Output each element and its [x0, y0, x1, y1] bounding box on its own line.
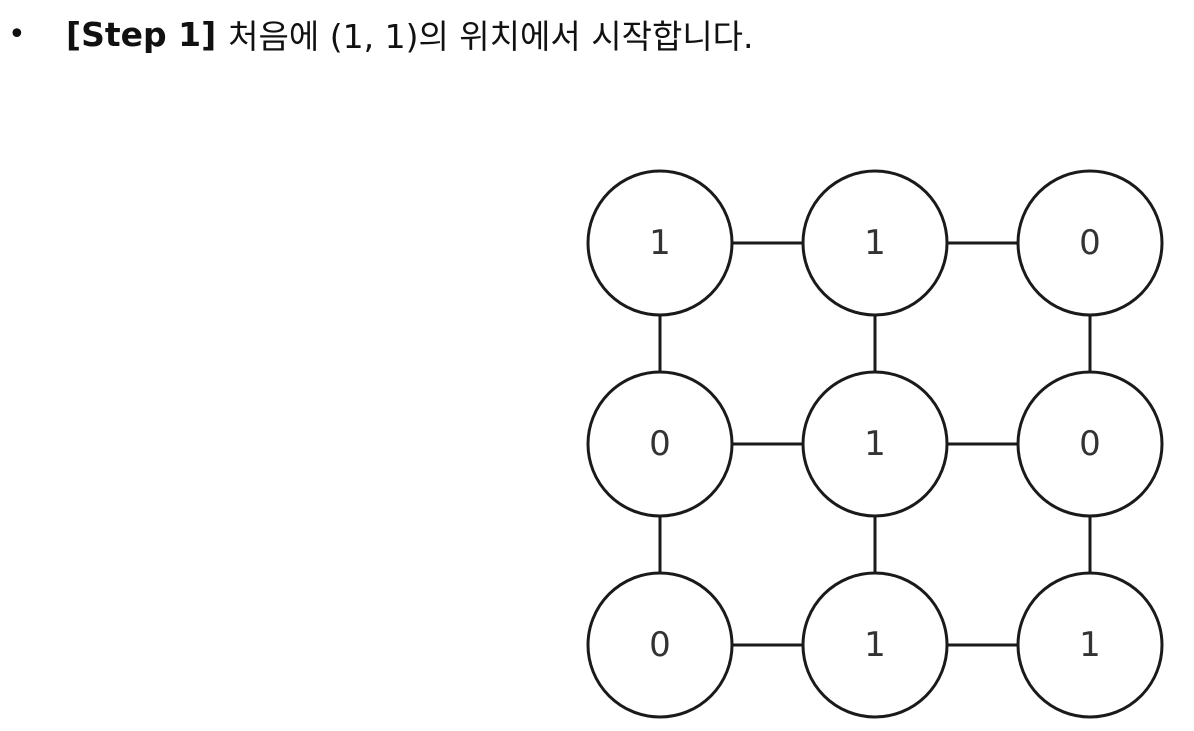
step-label: [Step 1]	[66, 14, 217, 54]
node-value: 1	[649, 223, 671, 263]
grid-node-0-0: 1	[586, 169, 734, 317]
grid-node-1-1: 1	[801, 370, 949, 518]
node-circle	[1016, 571, 1164, 719]
node-value: 0	[1079, 424, 1101, 464]
node-circle	[801, 571, 949, 719]
step-description: • [Step 1] 처음에 (1, 1)의 위치에서 시작합니다.	[8, 8, 754, 60]
grid-node-1-2: 0	[1016, 370, 1164, 518]
node-value: 0	[649, 625, 671, 665]
node-circle	[586, 370, 734, 518]
node-value: 0	[1079, 223, 1101, 263]
step-text: 처음에 (1, 1)의 위치에서 시작합니다.	[228, 17, 754, 56]
grid-node-2-0: 0	[586, 571, 734, 719]
node-value: 1	[864, 625, 886, 665]
node-value: 1	[1079, 625, 1101, 665]
graph-nodes: 1 1 0 0 1 0 0 1 1	[586, 169, 1164, 719]
grid-node-2-2: 1	[1016, 571, 1164, 719]
node-circle	[1016, 370, 1164, 518]
graph-edges	[658, 241, 1092, 647]
node-circle-highlighted	[586, 169, 734, 317]
node-circle	[801, 370, 949, 518]
node-circle	[801, 169, 949, 317]
node-value: 1	[864, 223, 886, 263]
grid-node-2-1: 1	[801, 571, 949, 719]
grid-node-0-2: 0	[1016, 169, 1164, 317]
grid-node-1-0: 0	[586, 370, 734, 518]
bullet-icon: •	[8, 16, 26, 52]
node-circle	[586, 571, 734, 719]
node-value: 1	[864, 424, 886, 464]
grid-node-0-1: 1	[801, 169, 949, 317]
node-circle	[1016, 169, 1164, 317]
node-value: 0	[649, 424, 671, 464]
